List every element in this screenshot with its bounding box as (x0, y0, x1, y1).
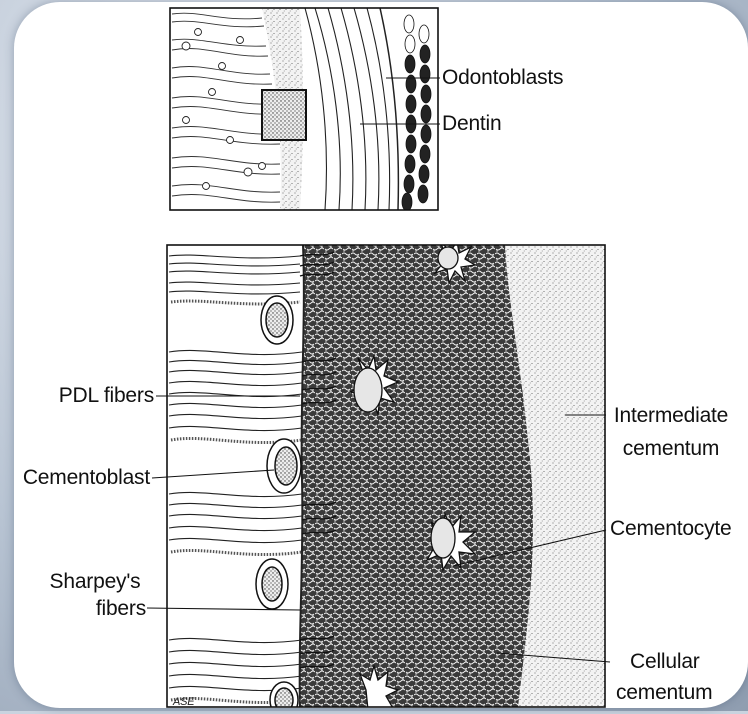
label-pdl-fibers: PDL fibers (40, 384, 154, 408)
artist-initials: ASE (173, 690, 194, 714)
label-cementoblast: Cementoblast (14, 466, 150, 490)
label-cellular-line1: Cellular (630, 650, 700, 674)
label-sharpeys-line1: Sharpey's (40, 570, 150, 594)
label-cellular-line2: cementum (616, 681, 718, 705)
bottom-main-panel (167, 241, 605, 711)
label-intermediate-line1: Intermediate (606, 404, 736, 428)
label-intermediate-line2: cementum (606, 437, 736, 461)
label-dentin: Dentin (442, 112, 502, 136)
label-cementocyte: Cementocyte (610, 517, 732, 541)
label-odontoblasts: Odontoblasts (442, 66, 563, 90)
label-sharpeys-line2: fibers (40, 597, 146, 621)
top-inset-panel (170, 8, 438, 211)
